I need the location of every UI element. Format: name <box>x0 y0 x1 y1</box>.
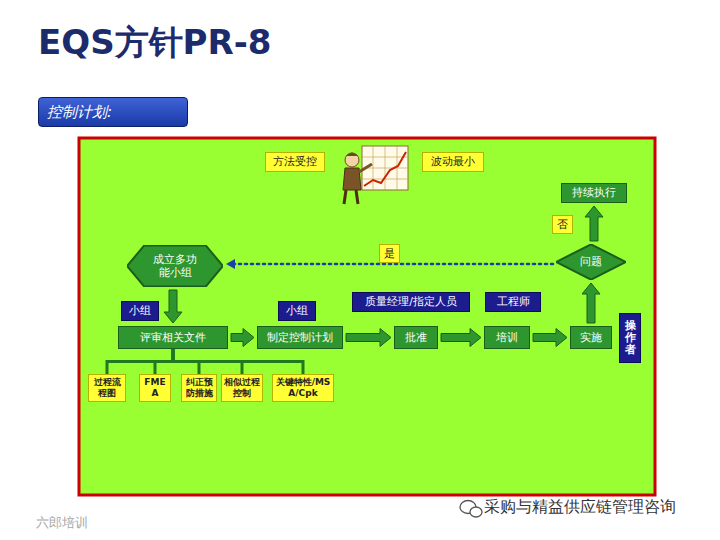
connector <box>533 329 567 347</box>
watermark: 采购与精益供应链管理咨询 <box>484 497 676 518</box>
team-hexagon: 成立多功能小组 <box>127 245 223 287</box>
role-box: 质量经理/指定人员 <box>352 292 470 312</box>
slide-title: EQS方针PR-8 <box>38 20 271 66</box>
document-box: 过程流程图 <box>88 374 126 402</box>
process-box: 实施 <box>570 326 612 349</box>
document-box: 相似过程控制 <box>221 374 263 402</box>
connector <box>164 290 182 323</box>
block-arrow <box>231 329 254 347</box>
goal-box: 波动最小 <box>422 152 484 172</box>
connector <box>231 329 254 347</box>
arrow-head <box>226 259 235 269</box>
node-text: 成立多功能小组 <box>148 253 202 279</box>
watermark: 六郎培训 <box>36 514 88 532</box>
node-text: FMEA <box>142 377 168 399</box>
bus-line <box>155 349 173 374</box>
edge-label: 是 <box>379 244 400 263</box>
bus-line <box>107 349 173 374</box>
block-arrow <box>582 283 600 323</box>
decision-diamond: 问题 <box>556 244 626 280</box>
node-text: 方法受控 <box>273 155 317 168</box>
node-text: 过程流程图 <box>91 377 123 399</box>
wechat-icon <box>460 501 482 518</box>
connector <box>155 349 173 374</box>
node-text: 持续执行 <box>572 186 616 199</box>
process-box: 持续执行 <box>561 183 627 203</box>
process-box: 批准 <box>394 326 438 349</box>
node-text: 控制计划: <box>47 103 112 121</box>
connector <box>346 329 391 347</box>
block-arrow <box>533 329 567 347</box>
node-text: 批准 <box>405 331 427 344</box>
node-text: 关键特性/MSA/Cpk <box>275 377 331 399</box>
block-arrow <box>346 329 391 347</box>
connector <box>582 283 600 323</box>
node-text: 工程师 <box>497 295 530 308</box>
node-text: 评审相关文件 <box>140 331 206 344</box>
connector <box>173 349 303 374</box>
node-text: 操作者 <box>625 320 636 356</box>
role-box: 小组 <box>278 301 316 321</box>
role-box: 工程师 <box>485 292 541 312</box>
block-arrow <box>164 290 182 323</box>
node-text: 纠正预防措施 <box>184 377 214 399</box>
node-text: 实施 <box>580 331 602 344</box>
presenter-illustration <box>343 146 408 204</box>
block-arrow <box>585 206 603 241</box>
goal-box: 方法受控 <box>265 152 325 172</box>
document-box: 纠正预防措施 <box>181 374 217 402</box>
block-arrow <box>441 329 481 347</box>
document-box: FMEA <box>139 374 171 402</box>
control-plan-panel <box>79 138 655 495</box>
process-box: 评审相关文件 <box>118 326 228 349</box>
bus-line <box>173 349 303 374</box>
node-text: 小组 <box>286 304 308 317</box>
node-text: 制定控制计划 <box>267 331 333 344</box>
connector <box>107 349 173 374</box>
node-text: 培训 <box>496 331 518 344</box>
section-tab: 控制计划: <box>38 97 188 127</box>
node-text: 小组 <box>129 304 151 317</box>
role-box: 小组 <box>121 301 159 321</box>
process-box: 培训 <box>484 326 530 349</box>
node-text: 问题 <box>580 255 602 268</box>
connector <box>441 329 481 347</box>
shape-fill <box>127 245 223 286</box>
edge-label: 否 <box>552 215 573 234</box>
process-box: 制定控制计划 <box>257 326 343 349</box>
node-text: 相似过程控制 <box>224 377 260 399</box>
connector <box>585 206 603 241</box>
shape-fill <box>556 244 626 279</box>
node-text: 波动最小 <box>431 155 475 168</box>
node-text: 质量经理/指定人员 <box>365 295 457 308</box>
document-box: 关键特性/MSA/Cpk <box>272 374 334 402</box>
role-box: 操作者 <box>619 313 641 363</box>
